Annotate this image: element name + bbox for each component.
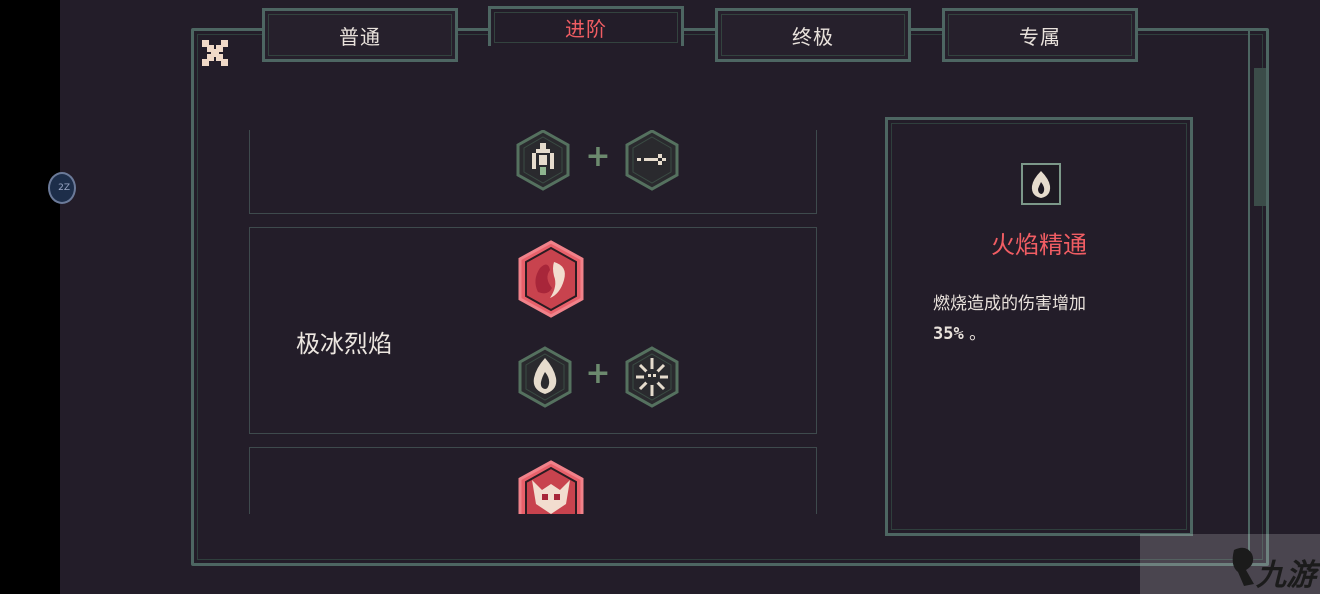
tab-label: 普通 <box>339 24 381 49</box>
detail-suffix: 。 <box>969 324 987 344</box>
fire-icon[interactable] <box>518 346 572 408</box>
evolution-card[interactable] <box>249 447 817 514</box>
detail-title: 火焰精通 <box>991 231 1087 259</box>
evolution-card[interactable]: 极冰烈焰 + <box>249 227 817 434</box>
demon-icon[interactable] <box>518 460 584 514</box>
tab-label: 专属 <box>1019 24 1061 49</box>
frost-skull-icon[interactable] <box>625 346 679 408</box>
evolution-name: 极冰烈焰 <box>296 330 392 358</box>
tab-label: 终极 <box>792 24 834 49</box>
left-black-bar <box>0 0 60 594</box>
tab-normal[interactable]: 普通 <box>262 8 458 62</box>
plus-sign: + <box>585 356 611 391</box>
evolution-list[interactable]: + 极冰烈焰 + <box>249 130 817 514</box>
scrollbar-track[interactable] <box>1248 28 1268 566</box>
detail-panel: 火焰精通 燃烧造成的伤害增加 35% 。 <box>885 117 1193 536</box>
detail-desc-text: 燃烧造成的伤害增加 <box>933 294 1086 314</box>
detail-desc-value-line: 35% 。 <box>933 319 1173 349</box>
tab-advanced[interactable]: 进阶 <box>488 6 684 46</box>
arrow-icon[interactable] <box>625 130 679 191</box>
close-icon <box>202 40 228 66</box>
tab-ultimate[interactable]: 终极 <box>715 8 911 62</box>
watermark-text: 九游 <box>1256 558 1316 593</box>
detail-description: 燃烧造成的伤害增加 35% 。 <box>933 289 1173 349</box>
watermark-overlay <box>1140 534 1320 594</box>
evolution-card[interactable]: + <box>249 130 817 214</box>
jiuyou-logo-icon <box>1232 547 1254 586</box>
detail-fire-icon <box>1021 163 1061 205</box>
tab-exclusive[interactable]: 专属 <box>942 8 1138 62</box>
fire-ice-icon[interactable] <box>518 240 584 318</box>
tower-icon[interactable] <box>516 130 570 191</box>
detail-value: 35% <box>933 324 964 344</box>
scrollbar-thumb[interactable] <box>1254 68 1266 206</box>
tab-label: 进阶 <box>565 17 607 41</box>
plus-sign: + <box>585 139 611 174</box>
close-button[interactable] <box>198 36 232 70</box>
side-badge[interactable]: 2Z <box>48 172 76 204</box>
